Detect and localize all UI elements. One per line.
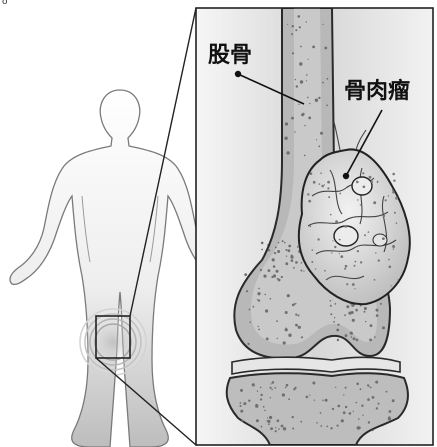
osteosarcoma-label: 骨肉瘤 [344,78,410,104]
zoom-panel [196,8,433,445]
femur-label: 股骨 [208,43,252,68]
osteosarcoma-leader-dot [343,173,349,179]
femur-leader-dot [235,71,241,77]
